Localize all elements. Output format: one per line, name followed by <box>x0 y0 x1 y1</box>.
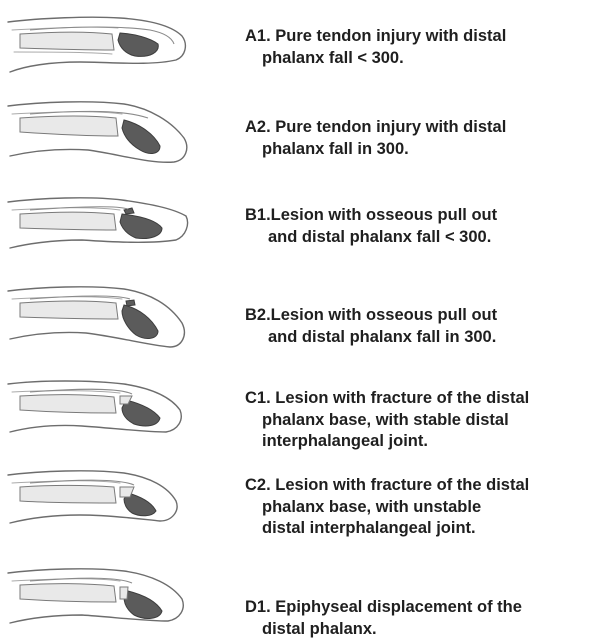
c1-line-1: C1. Lesion with fracture of the distal <box>245 388 610 410</box>
a2-line-1: A2. Pure tendon injury with distal <box>245 117 610 139</box>
c2-line-2: phalanx base, with unstable <box>245 497 610 519</box>
classification-d1-text: D1. Epiphyseal displacement of the dista… <box>245 597 610 640</box>
classification-a1-text: A1. Pure tendon injury with distal phala… <box>245 26 610 69</box>
b2-line-2: and distal phalanx fall in 300. <box>245 327 610 349</box>
classification-c1-text: C1. Lesion with fracture of the distal p… <box>245 388 610 453</box>
finger-sketch-b1-icon <box>0 182 200 267</box>
b1-line-1: B1.Lesion with osseous pull out <box>245 205 610 227</box>
a1-line-2: phalanx fall < 300. <box>245 48 610 70</box>
d1-line-1: D1. Epiphyseal displacement of the <box>245 597 610 619</box>
finger-sketch-a1-icon <box>0 0 200 85</box>
c1-line-2: phalanx base, with stable distal <box>245 410 610 432</box>
b1-line-2: and distal phalanx fall < 300. <box>245 227 610 249</box>
classification-b1-text: B1.Lesion with osseous pull out and dist… <box>245 205 610 248</box>
finger-sketch-a2-icon <box>0 92 200 177</box>
classification-a2-text: A2. Pure tendon injury with distal phala… <box>245 117 610 160</box>
classification-b2-text: B2.Lesion with osseous pull out and dist… <box>245 305 610 348</box>
c1-line-3: interphalangeal joint. <box>245 431 610 453</box>
finger-sketch-c2-icon <box>0 453 200 538</box>
finger-sketch-d1-icon <box>0 553 200 638</box>
a2-line-2: phalanx fall in 300. <box>245 139 610 161</box>
a1-line-1: A1. Pure tendon injury with distal <box>245 26 610 48</box>
finger-sketch-b2-icon <box>0 275 200 360</box>
d1-line-2: distal phalanx. <box>245 619 610 641</box>
c2-line-1: C2. Lesion with fracture of the distal <box>245 475 610 497</box>
b2-line-1: B2.Lesion with osseous pull out <box>245 305 610 327</box>
classification-c2-text: C2. Lesion with fracture of the distal p… <box>245 475 610 540</box>
c2-line-3: distal interphalangeal joint. <box>245 518 610 540</box>
finger-sketch-c1-icon <box>0 366 200 451</box>
